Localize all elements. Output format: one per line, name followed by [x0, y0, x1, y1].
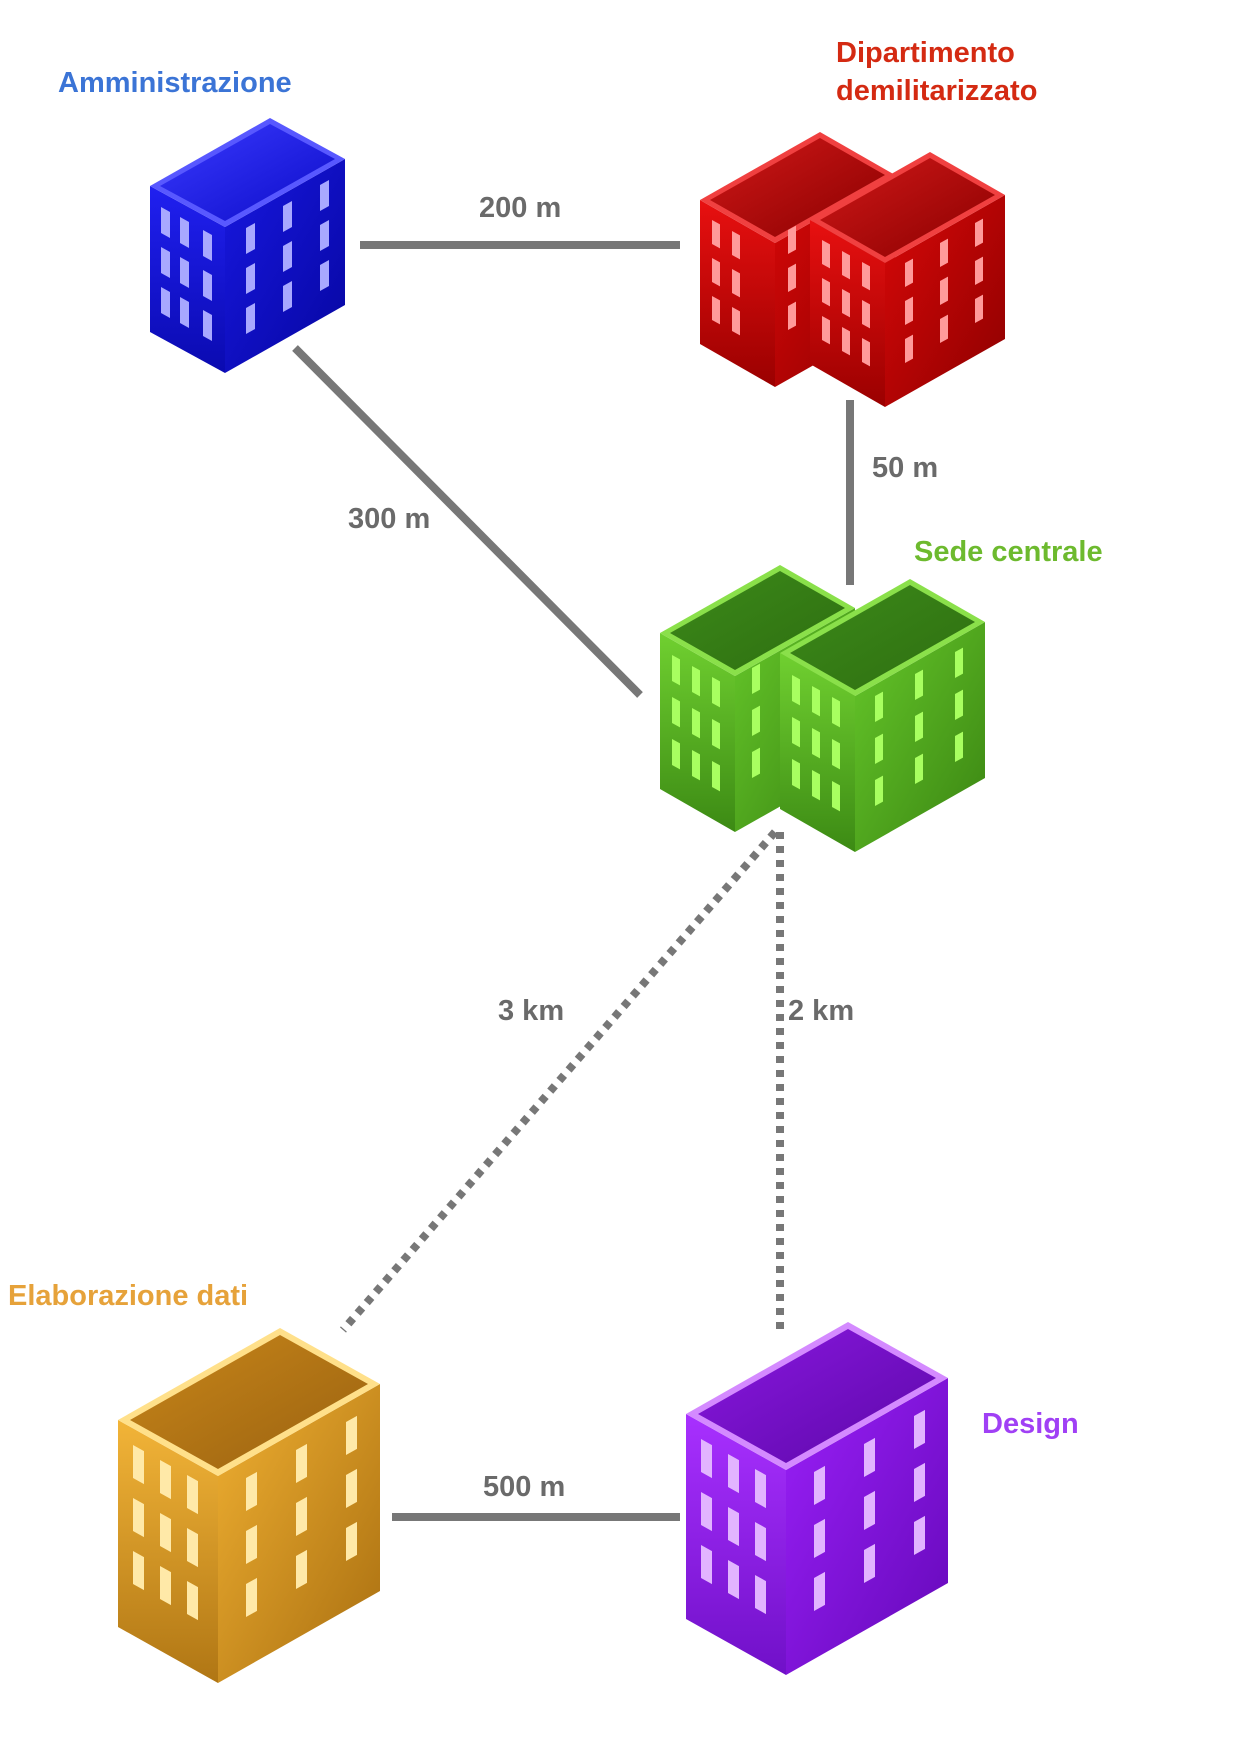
distance-label-2km: 2 km: [788, 995, 855, 1027]
design-label: Design: [982, 1408, 1079, 1440]
distance-label-200m: 200 m: [479, 192, 562, 224]
dipartimento-label-line-1: Dipartimento: [836, 37, 1015, 69]
amministrazione-building-icon[interactable]: [150, 118, 345, 373]
amministrazione-label: Amministrazione: [58, 67, 292, 99]
elaborazione-label: Elaborazione dati: [8, 1280, 249, 1312]
dipartimento-label-line-2: demilitarizzato: [836, 75, 1038, 107]
sede-label: Sede centrale: [914, 536, 1103, 568]
sede-building-icon[interactable]: [660, 565, 985, 852]
distance-label-50m: 50 m: [872, 452, 939, 484]
distance-label-3km: 3 km: [498, 995, 565, 1027]
link-amministrazione-sede: [292, 345, 643, 698]
link-sede-elaborazione: [339, 829, 779, 1333]
dipartimento-building-icon[interactable]: [700, 132, 1005, 407]
elaborazione-building-icon[interactable]: [118, 1328, 380, 1683]
distance-label-500m: 500 m: [483, 1471, 566, 1503]
distance-label-300m: 300 m: [348, 503, 431, 535]
links: [292, 241, 854, 1521]
design-building-icon[interactable]: [686, 1322, 948, 1675]
